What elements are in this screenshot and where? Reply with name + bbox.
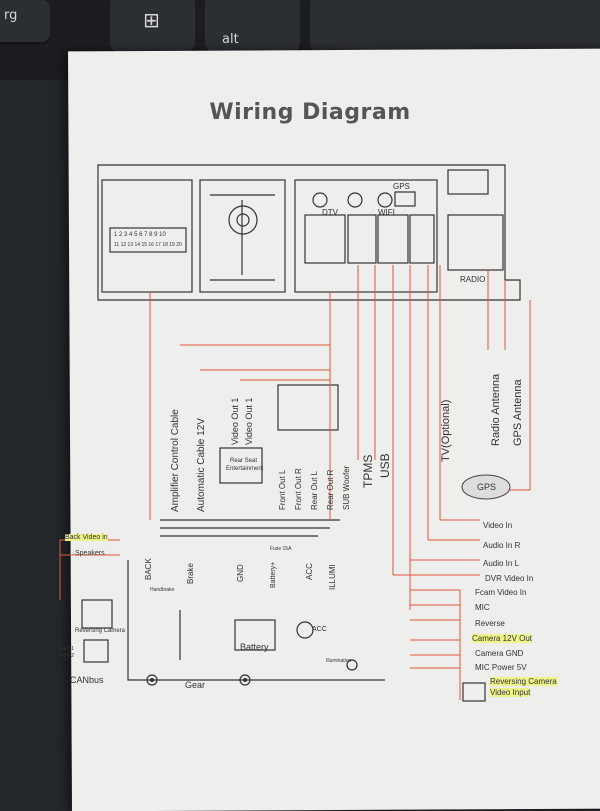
gps-antenna-label: GPS Antenna bbox=[512, 379, 524, 446]
windows-icon: ⊞ bbox=[143, 8, 160, 32]
alt-key-label: alt bbox=[222, 32, 239, 47]
pin-17: 17 bbox=[155, 242, 161, 248]
keyboard: rg ⊞ alt bbox=[0, 0, 600, 80]
rear-seat-line1: Rear Seat bbox=[230, 458, 258, 464]
handbrake-label: Handbrake bbox=[150, 587, 175, 593]
pin-20: 20 bbox=[176, 242, 182, 248]
camera-gnd-label: Camera GND bbox=[475, 649, 524, 658]
rear-out-l-label: Rear Out L bbox=[310, 470, 319, 510]
key1-label: KEY 1 bbox=[60, 646, 75, 652]
acc-label: ACC bbox=[312, 626, 327, 633]
rear-seat-line2: Entertainment bbox=[226, 466, 264, 472]
gps-connector-label: GPS bbox=[393, 182, 410, 191]
pin-9: 9 bbox=[154, 232, 158, 238]
pin-2: 2 bbox=[119, 232, 123, 238]
dtv-label: DTV bbox=[322, 208, 338, 217]
acc-vertical-label: ACC bbox=[305, 563, 314, 580]
front-out-l-label: Front Out L bbox=[278, 469, 287, 510]
radio-label: RADIO bbox=[460, 275, 486, 284]
pin-18: 18 bbox=[162, 242, 168, 248]
wifi-label: WIFI bbox=[378, 208, 395, 217]
pin-7: 7 bbox=[144, 232, 148, 238]
reverse-label: Reverse bbox=[475, 619, 505, 628]
alt-key bbox=[205, 0, 300, 55]
pin-13: 13 bbox=[127, 242, 134, 248]
pin-19: 19 bbox=[169, 242, 175, 248]
tv-optional-label: TV(Optional) bbox=[440, 399, 452, 462]
pin-5: 5 bbox=[134, 232, 138, 238]
key2-label: KEY 2 bbox=[60, 653, 75, 659]
back-label: BACK bbox=[144, 558, 153, 580]
pin-8: 8 bbox=[149, 232, 153, 238]
front-out-r-label: Front Out R bbox=[294, 468, 303, 510]
speakers-label: Speakers bbox=[75, 550, 105, 557]
battery-label: Battery bbox=[240, 642, 269, 652]
pin-4: 4 bbox=[129, 232, 133, 238]
pin-3: 3 bbox=[124, 232, 128, 238]
pin-6: 6 bbox=[139, 232, 143, 238]
reversing-camera-label: Reversing Camera bbox=[490, 677, 557, 686]
key-left-label: rg bbox=[4, 8, 18, 23]
pin-15: 15 bbox=[141, 242, 148, 248]
usb-label: USB bbox=[378, 453, 392, 478]
pin-numbers-bottom: 11 12 13 14 15 16 17 18 19 20 bbox=[114, 242, 182, 248]
pin-16: 16 bbox=[148, 242, 154, 248]
pin-10: 10 bbox=[159, 232, 166, 238]
pin-11: 11 bbox=[114, 242, 120, 248]
gps-module-label: GPS bbox=[477, 482, 497, 492]
mic-label: MIC bbox=[475, 603, 490, 612]
auto-cable-label: Automatic Cable 12V bbox=[196, 418, 207, 512]
amp-control-label: Amplifier Control Cable bbox=[170, 409, 181, 512]
video-input-label: Video Input bbox=[490, 688, 531, 697]
canbus-label: CANbus bbox=[70, 675, 104, 685]
gear-label: Gear bbox=[185, 680, 206, 690]
tpms-label: TPMS bbox=[361, 454, 375, 488]
audio-in-r-label: Audio In R bbox=[483, 541, 521, 550]
pin-14: 14 bbox=[134, 242, 141, 248]
reversing-camera-left-label: Reversing Camera bbox=[75, 628, 126, 634]
radio-antenna-label: Radio Antenna bbox=[490, 373, 502, 446]
dvr-video-in-label: DVR Video In bbox=[485, 574, 534, 583]
illumi-label: ILLUMI bbox=[328, 564, 337, 590]
illumination-label: Illumination bbox=[326, 658, 352, 664]
mic-power-5v-label: MIC Power 5V bbox=[475, 663, 527, 672]
pin-12: 12 bbox=[120, 242, 127, 248]
pin-numbers-top: 1 2 3 4 5 6 7 8 9 10 bbox=[114, 232, 166, 238]
camera-12v-out-label: Camera 12V Out bbox=[472, 634, 533, 643]
battery-plus-label: Battery+ bbox=[270, 561, 277, 588]
gnd-label: GND bbox=[236, 564, 245, 582]
space-key bbox=[310, 0, 600, 55]
sub-woofer-label: SUB Woofer bbox=[342, 465, 351, 510]
fuse-label: Fuse 15A bbox=[270, 546, 292, 552]
pin-1: 1 bbox=[114, 232, 118, 238]
key-left bbox=[0, 0, 50, 45]
audio-in-l-label: Audio In L bbox=[483, 559, 520, 568]
windows-key bbox=[110, 0, 195, 55]
video-out-1b-label: Video Out 1 bbox=[244, 397, 254, 445]
fcam-video-in-label: Fcam Video In bbox=[475, 588, 527, 597]
video-in-label: Video In bbox=[483, 521, 513, 530]
brake-label: Brake bbox=[186, 563, 195, 584]
video-out-1a-label: Video Out 1 bbox=[230, 397, 240, 445]
page-title: Wiring Diagram bbox=[209, 100, 411, 125]
back-video-in-label: Back Video in bbox=[65, 534, 108, 541]
rear-out-r-label: Rear Out R bbox=[326, 469, 335, 510]
